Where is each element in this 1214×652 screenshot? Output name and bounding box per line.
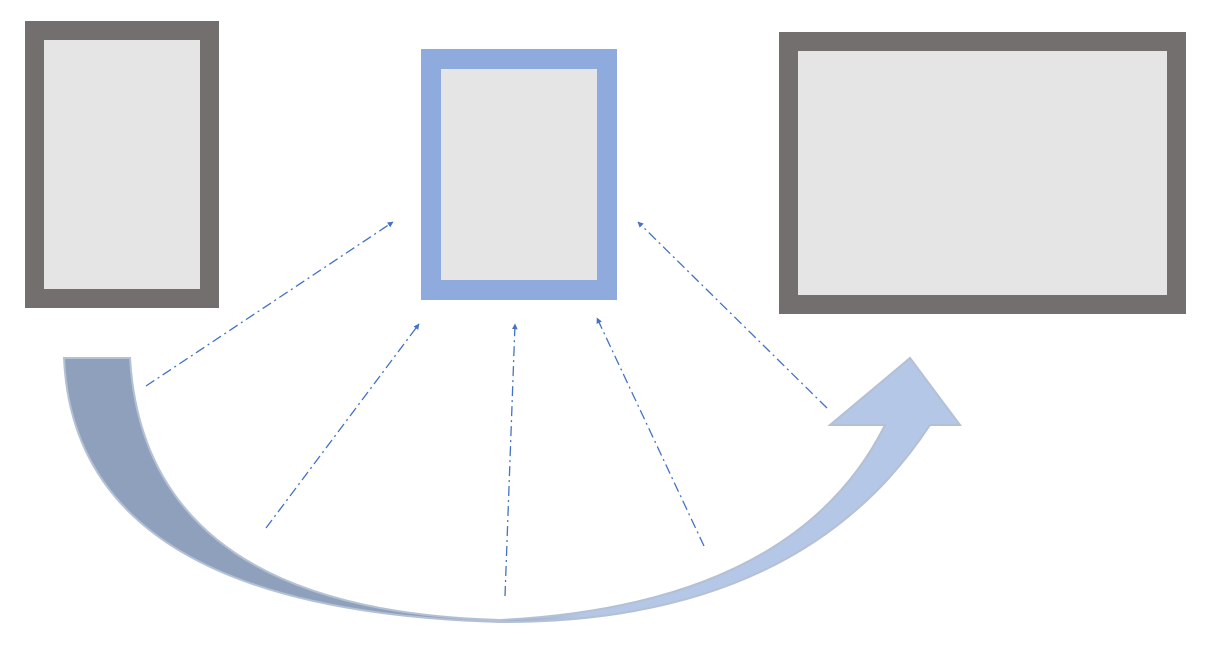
right-landscape-frame: [779, 32, 1186, 314]
pointer-arrow-5: [637, 221, 828, 409]
left-portrait-frame: [25, 21, 219, 308]
pointer-arrow-2: [265, 323, 420, 529]
pointer-arrow-1: [145, 221, 394, 387]
pointer-arrows: [145, 221, 828, 597]
curved-sweep-arrow: [62, 356, 962, 624]
pointer-arrow-3: [504, 323, 518, 597]
pointer-arrow-4: [596, 317, 705, 547]
center-portrait-frame: [421, 49, 617, 300]
